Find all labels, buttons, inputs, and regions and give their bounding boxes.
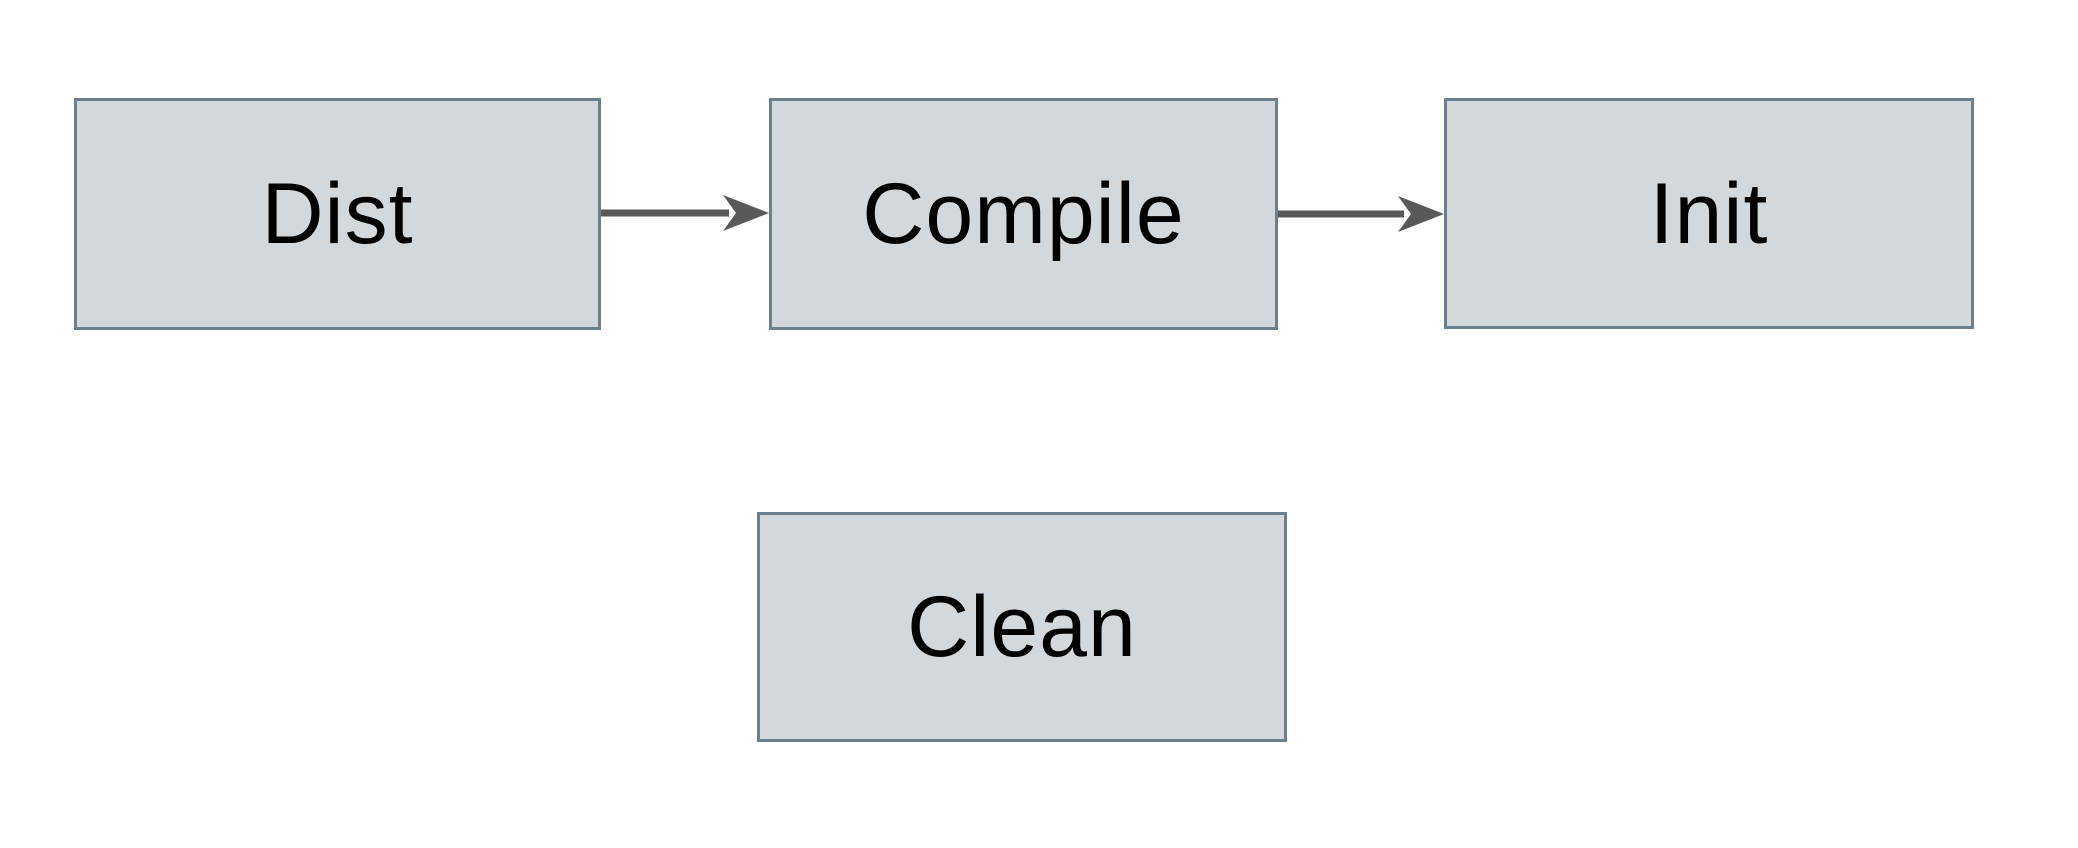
node-clean-label: Clean xyxy=(907,579,1137,675)
node-compile[interactable]: Compile xyxy=(769,98,1278,330)
node-compile-label: Compile xyxy=(862,166,1185,262)
node-clean[interactable]: Clean xyxy=(757,512,1287,742)
node-init-label: Init xyxy=(1649,165,1769,262)
arrow-dist-to-compile-icon xyxy=(601,195,769,231)
node-dist[interactable]: Dist xyxy=(74,98,601,330)
node-init[interactable]: Init xyxy=(1444,98,1974,329)
node-dist-label: Dist xyxy=(261,166,414,262)
arrow-compile-to-init-icon xyxy=(1278,196,1444,232)
